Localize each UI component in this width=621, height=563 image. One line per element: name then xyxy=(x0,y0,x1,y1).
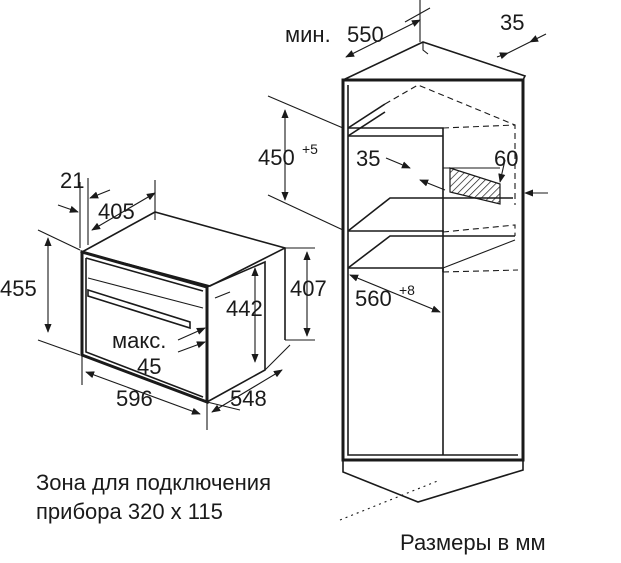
units-note: Размеры в мм xyxy=(400,530,546,555)
connection-zone-caption-line1: Зона для подключения xyxy=(36,470,271,495)
cabinet-dimension-lines xyxy=(267,0,548,313)
shelf-depth-value: 35 xyxy=(356,146,380,171)
captions: Зона для подключения прибора 320 x 115 Р… xyxy=(36,470,546,555)
front-width-value: 596 xyxy=(116,386,153,411)
body-width-value: 548 xyxy=(230,386,267,411)
max-value: 45 xyxy=(137,354,161,379)
min-depth-value: 550 xyxy=(347,22,384,47)
max-label: макс. xyxy=(112,328,166,353)
min-depth-label: мин. xyxy=(285,22,331,47)
cabinet-drawing xyxy=(341,41,527,503)
vent-size-value: 60 xyxy=(494,146,518,171)
rear-gap-value: 35 xyxy=(500,10,524,35)
cabinet-labels: мин. 550 35 450 +5 35 60 560 +8 xyxy=(258,10,524,311)
oven-labels: 21 405 455 442 407 макс. 45 596 548 xyxy=(0,168,327,411)
front-depth-value: 21 xyxy=(60,168,84,193)
connection-zone-caption-line2: прибора 320 x 115 xyxy=(36,499,223,524)
niche-width-value: 560 xyxy=(355,286,392,311)
body-height-value: 407 xyxy=(290,276,327,301)
niche-width-tolerance: +8 xyxy=(399,282,415,298)
niche-height-tolerance: +5 xyxy=(302,141,318,157)
oven-dimension-lines xyxy=(37,178,315,430)
total-height-value: 455 xyxy=(0,276,37,301)
front-height-value: 442 xyxy=(226,296,263,321)
niche-height-value: 450 xyxy=(258,145,295,170)
body-depth-value: 405 xyxy=(98,199,135,224)
